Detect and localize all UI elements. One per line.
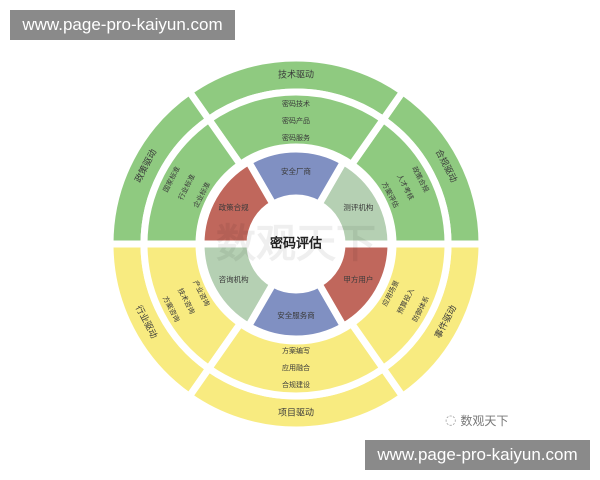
center-background-watermark: 数观天下 — [216, 221, 376, 267]
wechat-icon: ◌ — [445, 413, 457, 428]
middle-segment-item: 应用融合 — [282, 363, 310, 372]
middle-segment-item: 方案编写 — [282, 346, 310, 355]
inner-segment-label: 咨询机构 — [219, 274, 249, 284]
middle-segment-item: 密码产品 — [282, 116, 310, 125]
middle-segment-item: 密码服务 — [282, 133, 310, 142]
inner-segment-label: 安全服务商 — [277, 310, 315, 320]
inner-segment-label: 甲方用户 — [343, 274, 373, 284]
inner-segment — [314, 240, 395, 332]
brand-watermark: ◌ 数观天下 — [445, 412, 508, 429]
brand-label: 数观天下 — [460, 414, 509, 428]
inner-segment-label: 测评机构 — [343, 202, 373, 212]
middle-segment-item: 合规建设 — [282, 380, 310, 389]
outer-segment-label: 项目驱动 — [278, 408, 314, 419]
inner-segment-label: 安全厂商 — [281, 166, 311, 176]
middle-segment-item: 密码技术 — [282, 99, 310, 108]
inner-segment-label: 政策合规 — [219, 202, 249, 212]
center-circle — [252, 200, 340, 288]
outer-segment-label: 技术驱动 — [278, 69, 314, 81]
center-label: 密码评估 — [269, 236, 322, 252]
url-watermark-top: www.page-pro-kaiyun.com — [10, 10, 235, 40]
url-watermark-bottom: www.page-pro-kaiyun.com — [365, 440, 590, 470]
